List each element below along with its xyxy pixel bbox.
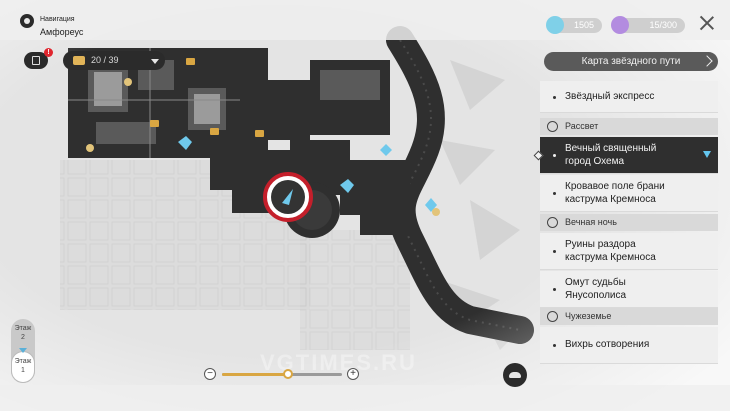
location-label: Вихрь сотворения: [565, 339, 650, 350]
current-floor-indicator-icon: [19, 348, 27, 353]
chevron-right-icon: [701, 55, 713, 67]
zoom-out-button[interactable]: −: [204, 368, 216, 380]
trailblaze-power-icon: [611, 16, 629, 34]
location-label-line2: каструма Кремноса: [565, 252, 656, 263]
alert-badge: !: [44, 48, 53, 57]
trailblaze-power-counter[interactable]: 15/300: [611, 16, 685, 34]
bullet-icon: [553, 344, 556, 347]
location-item-kremnos-battlefield[interactable]: Кровавое поле брани каструма Кремноса: [540, 175, 718, 212]
document-icon: [32, 56, 40, 65]
location-pin-icon: [703, 151, 711, 158]
location-item-vortex-of-creation[interactable]: Вихрь сотворения: [540, 327, 718, 364]
zoom-fill: [222, 373, 288, 376]
location-label-line2: Янусополиса: [565, 290, 627, 301]
floor-selector: Этаж 2 Этаж 1: [11, 319, 35, 383]
floor-number: 1: [21, 367, 25, 374]
chest-counter-dropdown[interactable]: 20 / 39: [63, 51, 165, 70]
trailblaze-button[interactable]: [503, 363, 527, 387]
bullet-icon: [553, 250, 556, 253]
location-label-line2: каструма Кремноса: [565, 194, 656, 205]
navigation-icon: [20, 14, 34, 28]
trailblaze-power-value: 15/300: [649, 20, 677, 30]
location-name: Амфореус: [40, 27, 84, 37]
group-label: Чужеземье: [565, 311, 612, 321]
floor-2-button[interactable]: Этаж 2: [11, 324, 35, 342]
close-icon[interactable]: [698, 14, 716, 32]
bullet-icon: [553, 96, 556, 99]
floor-1-label-group: Этаж 1: [11, 357, 35, 375]
location-item-kremnos-ruins[interactable]: Руины раздора каструма Кремноса: [540, 233, 718, 270]
group-header-foreign: Чужеземье: [540, 308, 718, 325]
zoom-in-button[interactable]: +: [347, 368, 359, 380]
group-label: Рассвет: [565, 121, 599, 131]
location-label: Звёздный экспресс: [565, 91, 655, 102]
floor-label: Этаж: [14, 325, 32, 332]
stellar-jade-icon: [546, 16, 564, 34]
bullet-icon: [553, 288, 556, 291]
group-header-dawn: Рассвет: [540, 118, 718, 135]
moon-icon: [547, 217, 558, 228]
location-label-line1: Вечный священный: [565, 143, 657, 154]
zoom-slider-handle[interactable]: [283, 369, 293, 379]
bullet-icon: [553, 192, 556, 195]
location-label-line1: Руины раздора: [565, 239, 636, 250]
floor-number: 2: [21, 334, 25, 341]
location-item-janusopolis[interactable]: Омут судьбы Янусополиса: [540, 271, 718, 308]
location-item-okhema[interactable]: Вечный священный город Охема: [533, 137, 718, 174]
floor-label: Этаж: [14, 358, 32, 365]
floor-1-button[interactable]: [12, 352, 34, 382]
location-item-astral-express[interactable]: Звёздный экспресс: [540, 81, 718, 113]
chest-icon: [73, 56, 85, 65]
zoom-slider[interactable]: [222, 369, 342, 379]
ship-icon: [509, 372, 521, 378]
chevron-down-icon: [151, 59, 159, 64]
group-header-evernight: Вечная ночь: [540, 214, 718, 231]
star-icon: [547, 311, 558, 322]
group-label: Вечная ночь: [565, 217, 617, 227]
chest-count: 20 / 39: [91, 55, 119, 65]
mission-log-button[interactable]: [24, 52, 48, 69]
panel-title: Карта звёздного пути: [581, 56, 681, 67]
location-label-line1: Омут судьбы: [565, 277, 626, 288]
stellar-jade-value: 1505: [573, 20, 594, 30]
nav-title: Навигация: [40, 16, 75, 23]
location-label-line2: город Охема: [565, 156, 625, 167]
location-label-line1: Кровавое поле брани: [565, 181, 665, 192]
sun-icon: [547, 121, 558, 132]
star-rail-map-button[interactable]: Карта звёздного пути: [544, 52, 718, 71]
bullet-icon: [553, 154, 556, 157]
stellar-jade-counter[interactable]: 1505: [546, 16, 602, 34]
